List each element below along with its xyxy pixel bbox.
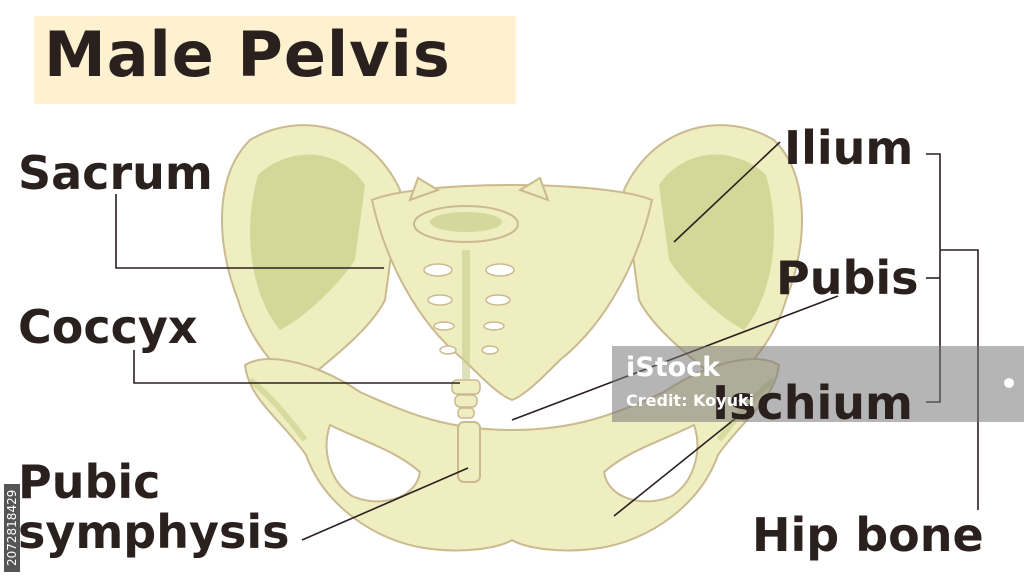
sacrum-label: Sacrum (18, 146, 213, 200)
coccyx-label: Coccyx (18, 300, 198, 354)
pubic-symphysis-label-line2: symphysis (18, 504, 290, 559)
hip-bone-label: Hip bone (752, 508, 984, 562)
left-ilium-wing (221, 124, 402, 387)
stock-id: 2072818429 (4, 483, 20, 572)
watermark-bar (612, 346, 1024, 422)
watermark-logo: iStock (626, 352, 721, 383)
pubic-symphysis-label-line1: Pubic (18, 455, 161, 509)
pubic-symphysis-leader (301, 467, 469, 541)
ilium-leader (673, 141, 781, 243)
watermark-credit: Credit: Koyuki (626, 391, 755, 410)
ischium-label: Ischium (712, 376, 913, 430)
coccyx-bone (451, 379, 481, 419)
coccyx-leader (133, 350, 460, 384)
pubic-symphysis-label: Pubic symphysis (18, 455, 290, 559)
sacrum-leader (115, 194, 384, 269)
title-background (34, 16, 516, 104)
ischium-leader (613, 417, 737, 517)
pubic-symphysis-joint (457, 421, 481, 483)
right-ilium-wing (622, 124, 803, 387)
page-title: Male Pelvis (44, 18, 451, 91)
ilium-label: Ilium (784, 121, 914, 175)
watermark-dot-icon (1004, 378, 1014, 388)
pubis-label: Pubis (776, 251, 919, 305)
sacrum-bone (370, 176, 654, 402)
hip-bone-leader (940, 249, 979, 510)
